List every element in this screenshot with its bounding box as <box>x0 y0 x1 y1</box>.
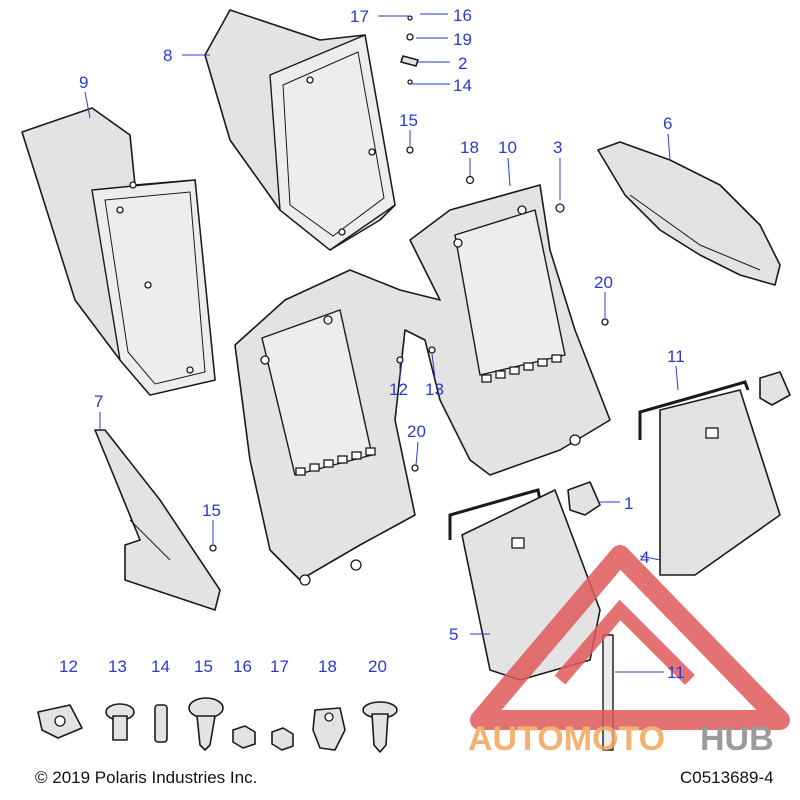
copyright-text: © 2019 Polaris Industries Inc. <box>35 768 257 787</box>
callout-15-left: 15 <box>202 501 221 520</box>
callout-6: 6 <box>663 114 672 133</box>
diagram-code: C0513689-4 <box>680 768 774 787</box>
callout-7: 7 <box>94 392 103 411</box>
callout-2: 2 <box>458 54 467 73</box>
watermark-text-a: AUTOMOTO <box>468 720 665 758</box>
legend-label-13: 13 <box>108 657 127 676</box>
callout-3: 3 <box>553 138 562 157</box>
part-11-gasket-upper <box>638 380 750 440</box>
callout-18: 18 <box>460 138 479 157</box>
legend-labels: 12 13 14 15 16 17 18 20 <box>59 657 387 676</box>
callout-20-right: 20 <box>594 273 613 292</box>
callout-12: 12 <box>389 380 408 399</box>
legend-icon-17-nut <box>271 727 294 751</box>
callout-17: 17 <box>350 7 369 26</box>
part-10-dash-panel <box>234 184 611 586</box>
callout-15-top: 15 <box>399 111 418 130</box>
legend-label-20: 20 <box>368 657 387 676</box>
leader-lines <box>84 13 679 673</box>
part-4-lid <box>659 389 781 576</box>
callout-8: 8 <box>163 46 172 65</box>
legend-label-17: 17 <box>270 657 289 676</box>
callout-5: 5 <box>449 625 458 644</box>
button-row-right <box>481 354 562 383</box>
legend-icon-13-screw <box>105 703 135 741</box>
watermark-text-b: HUB <box>700 720 774 758</box>
legend-label-16: 16 <box>233 657 252 676</box>
legend-icon-15-screw <box>188 697 224 751</box>
legend-icon-20-rivet <box>362 701 398 753</box>
callout-1: 1 <box>624 494 633 513</box>
legend-label-12: 12 <box>59 657 78 676</box>
legend-icon-12-clip <box>37 704 83 739</box>
callout-11-lower: 11 <box>667 663 685 682</box>
legend-icon-16-nut <box>232 725 256 749</box>
callout-14: 14 <box>453 76 472 95</box>
part-8-storage-bin <box>204 9 396 251</box>
legend-label-15: 15 <box>194 657 213 676</box>
legend-label-14: 14 <box>151 657 170 676</box>
part-11-strip <box>602 634 614 751</box>
callout-19: 19 <box>453 30 472 49</box>
part-1-latch <box>567 371 791 516</box>
legend-icon-18-clip <box>312 707 346 751</box>
callout-13: 13 <box>425 380 444 399</box>
watermark-logo: AUTOMOTO HUB <box>468 545 790 758</box>
callout-20-mid: 20 <box>407 422 426 441</box>
callout-10: 10 <box>498 138 517 157</box>
callout-16: 16 <box>453 6 472 25</box>
callout-labels: 17 16 19 2 14 8 9 15 18 10 3 6 20 12 13 … <box>79 6 685 682</box>
part-11-gasket-lower <box>448 488 542 540</box>
part-7-bracket <box>94 429 221 611</box>
callout-9: 9 <box>79 73 88 92</box>
fasteners-exploded <box>209 15 609 552</box>
callout-11-upper: 11 <box>667 347 685 366</box>
legend-icon-14-pin <box>154 704 168 743</box>
button-row-left <box>295 447 376 476</box>
part-9-storage-bin <box>21 107 216 396</box>
part-6-cover <box>597 141 781 286</box>
callout-4: 4 <box>640 548 649 567</box>
legend-label-18: 18 <box>318 657 337 676</box>
